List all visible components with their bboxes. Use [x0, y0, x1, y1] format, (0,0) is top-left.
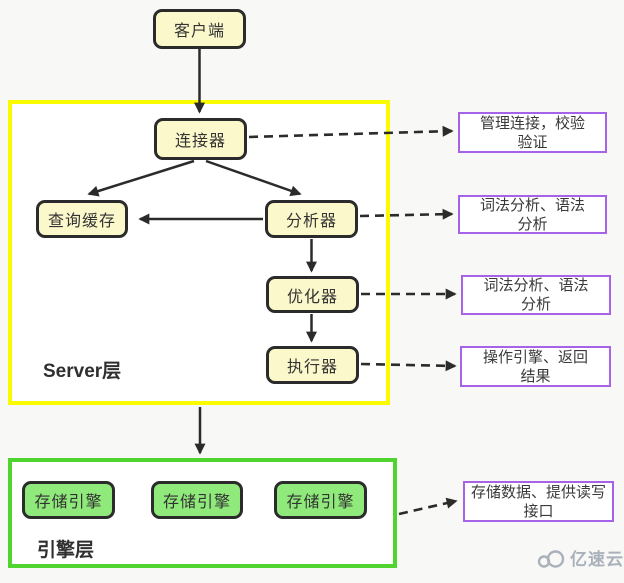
node-storage-engine-3: 存储引擎 [274, 481, 367, 519]
annotation-executor: 操作引擎、返回 结果 [460, 346, 611, 387]
dashed-arrow-engine-note [398, 497, 458, 516]
node-analyzer: 分析器 [265, 200, 358, 238]
annotation-engine: 存储数据、提供读写 接口 [463, 481, 614, 522]
annotation-connector: 管理连接，校验 验证 [458, 112, 607, 153]
annotation-optimizer: 词法分析、语法 分析 [461, 275, 611, 315]
node-storage-engine-2: 存储引擎 [151, 481, 243, 519]
node-storage-engine-1: 存储引擎 [22, 481, 115, 519]
annotation-analyzer: 词法分析、语法 分析 [458, 195, 607, 234]
watermark-logo: 亿速云 [536, 545, 624, 570]
node-query-cache: 查询缓存 [36, 200, 128, 238]
node-executor: 执行器 [266, 346, 359, 384]
server-layer-label: Server层 [43, 361, 122, 382]
engine-layer-label: 引擎层 [37, 540, 95, 561]
cloud-icon [537, 549, 565, 568]
node-connector: 连接器 [154, 118, 247, 160]
watermark-text: 亿速云 [570, 550, 624, 569]
node-optimizer: 优化器 [266, 276, 359, 313]
node-client: 客户端 [153, 9, 246, 49]
